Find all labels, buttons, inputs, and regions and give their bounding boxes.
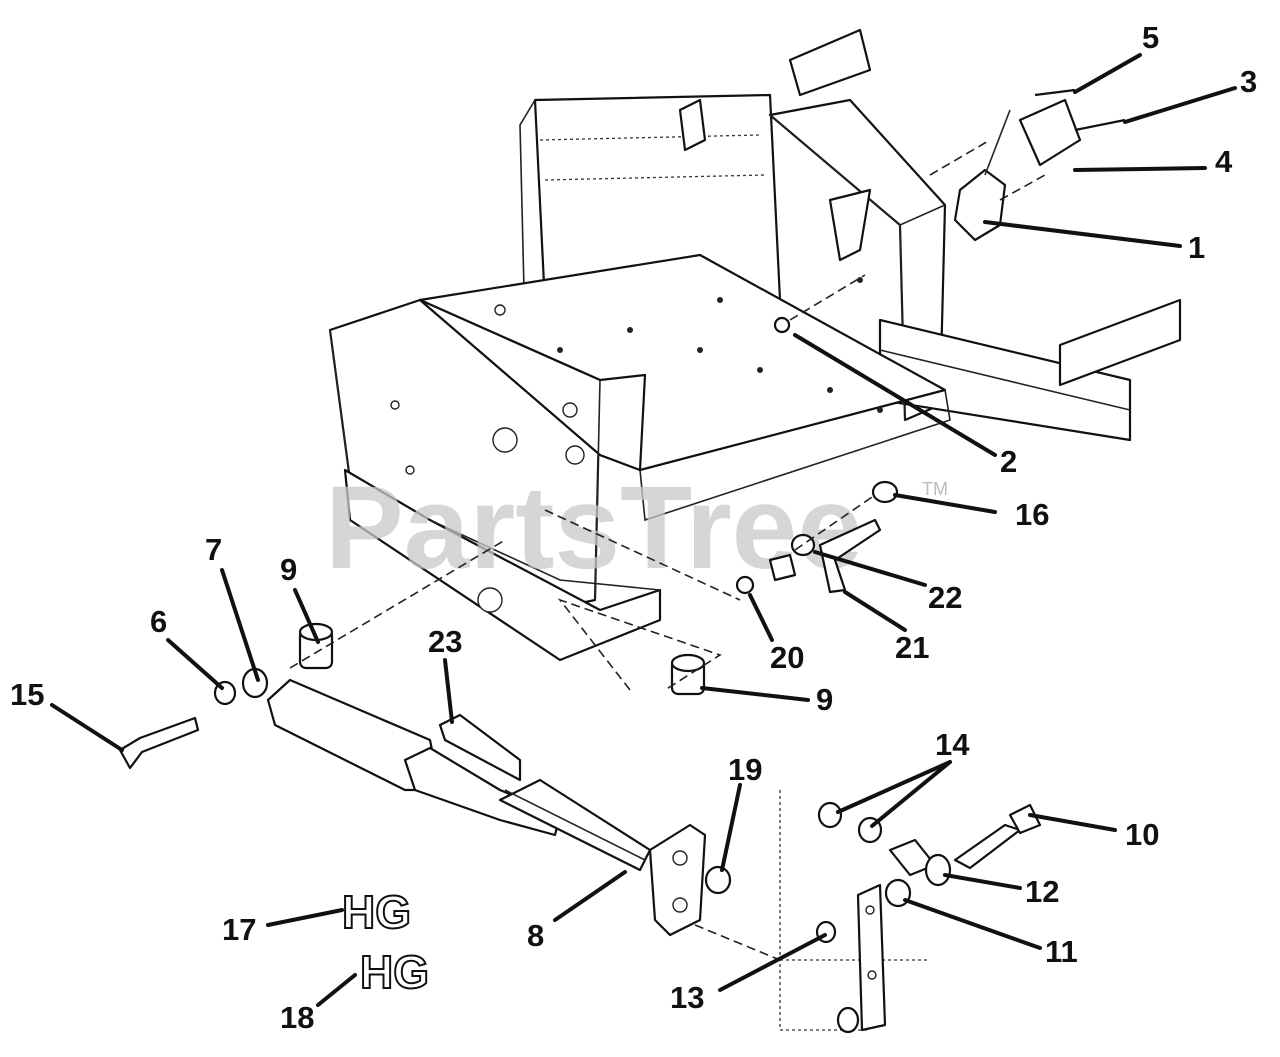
callout-14: 14 <box>935 727 970 762</box>
leader-2 <box>793 333 997 457</box>
callout-4: 4 <box>1215 144 1233 179</box>
callout-18: 18 <box>280 1000 314 1035</box>
callout-16: 16 <box>1015 497 1049 532</box>
callout-15: 15 <box>10 677 44 712</box>
leader-20 <box>748 593 774 642</box>
watermark-trademark: TM <box>922 479 948 499</box>
leader-13 <box>718 933 827 992</box>
callout-6: 6 <box>150 604 167 639</box>
leader-16 <box>893 493 997 514</box>
decal-18-logo: HG <box>360 946 429 998</box>
leader-12 <box>943 873 1022 890</box>
callout-23: 23 <box>428 624 462 659</box>
callout-17: 17 <box>222 912 256 947</box>
leader-15 <box>50 703 124 752</box>
bolt-2 <box>773 274 866 334</box>
callout-11: 11 <box>1045 934 1078 969</box>
leader-14b <box>870 760 952 828</box>
leader-4 <box>1073 166 1207 172</box>
callout-3: 3 <box>1240 64 1257 99</box>
callout-labels: 1 2 3 4 5 6 7 8 9 9 10 11 12 13 14 15 16… <box>10 20 1257 1035</box>
lower-bracket <box>779 790 1042 1034</box>
callout-5: 5 <box>1142 20 1159 55</box>
decal-17-logo: HG <box>342 886 411 938</box>
leader-21 <box>843 590 907 632</box>
callout-22: 22 <box>928 580 962 615</box>
leader-8 <box>553 870 627 922</box>
callout-21: 21 <box>895 630 929 665</box>
leader-19 <box>720 783 742 872</box>
callout-19: 19 <box>728 752 762 787</box>
chassis-frame <box>328 28 1182 662</box>
callout-9a: 9 <box>280 552 297 587</box>
callout-2: 2 <box>1000 444 1017 479</box>
leader-22 <box>813 550 927 587</box>
callout-10: 10 <box>1125 817 1159 852</box>
callout-7: 7 <box>205 532 222 567</box>
callout-8: 8 <box>527 918 544 953</box>
leader-18 <box>316 973 357 1007</box>
bolt-15-washers <box>118 667 269 770</box>
leader-17 <box>266 908 344 927</box>
callout-12: 12 <box>1025 874 1059 909</box>
leader-9b <box>700 686 810 702</box>
callout-13: 13 <box>670 980 704 1015</box>
leader-9a <box>293 588 320 644</box>
leader-5 <box>1073 53 1142 94</box>
callout-9b: 9 <box>816 682 833 717</box>
leader-lines <box>50 53 1237 1007</box>
leader-6 <box>166 638 224 690</box>
callout-20: 20 <box>770 640 804 675</box>
leader-7 <box>220 568 260 682</box>
watermark: PartsTree TM <box>325 462 948 594</box>
leader-3 <box>1123 86 1237 124</box>
bushings-9 <box>289 539 722 696</box>
leader-23 <box>443 658 454 724</box>
callout-1: 1 <box>1188 230 1205 265</box>
leader-1 <box>983 220 1182 248</box>
leader-11 <box>903 898 1042 950</box>
lift-rod-assembly <box>266 678 781 961</box>
switch-assembly <box>929 88 1126 242</box>
leader-10 <box>1028 813 1117 832</box>
leader-14a <box>836 760 952 814</box>
hg-decals: HG HG <box>341 885 430 999</box>
